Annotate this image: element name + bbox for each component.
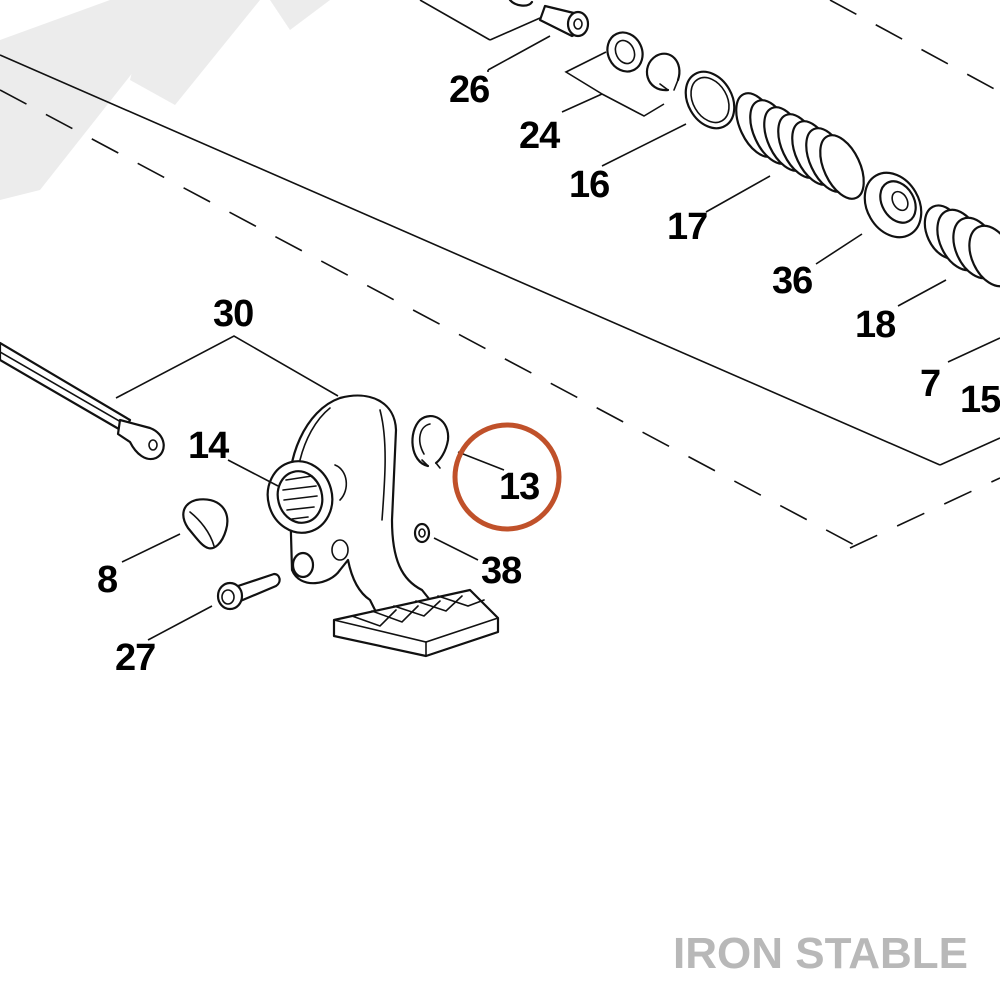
callout-24: 24 <box>519 115 560 157</box>
assembly-frame <box>0 0 1000 549</box>
callout-15: 15 <box>960 379 1000 421</box>
part-38-ring <box>413 522 431 544</box>
highlight-circle <box>452 422 562 532</box>
part-36-dome-washer <box>863 171 923 239</box>
callout-27: 27 <box>115 637 155 679</box>
part-30-push-rod <box>0 341 165 461</box>
callout-26: 26 <box>449 69 489 111</box>
part-26-fitting <box>508 0 590 38</box>
callout-36: 36 <box>772 260 812 302</box>
callout-16: 16 <box>569 164 609 206</box>
brand-logo-text: IRON STABLE <box>673 929 968 978</box>
callout-13: 13 <box>499 466 539 508</box>
part-13-circlip <box>411 415 450 469</box>
callout-38: 38 <box>481 550 521 592</box>
watermark-logo <box>0 0 330 200</box>
leader-lines <box>115 35 1000 641</box>
part-16-retaining-ring <box>684 70 736 130</box>
callout-14: 14 <box>188 425 229 467</box>
callout-labels: 26 24 16 17 36 18 7 15 30 14 13 8 38 27 <box>97 69 1000 679</box>
part-18-boot <box>923 204 1000 288</box>
part-14-brake-pedal <box>266 394 432 622</box>
part-8-clip <box>182 498 229 550</box>
callout-17: 17 <box>667 206 707 248</box>
callout-30: 30 <box>213 293 253 335</box>
callout-8: 8 <box>97 559 117 601</box>
part-24-washer <box>606 31 644 73</box>
callout-7: 7 <box>920 363 940 405</box>
brake-pedal-pad <box>332 588 500 658</box>
callout-18: 18 <box>855 304 895 346</box>
part-24-clip <box>646 52 681 92</box>
part-17-spring <box>735 92 865 200</box>
part-27-pin <box>216 572 281 611</box>
